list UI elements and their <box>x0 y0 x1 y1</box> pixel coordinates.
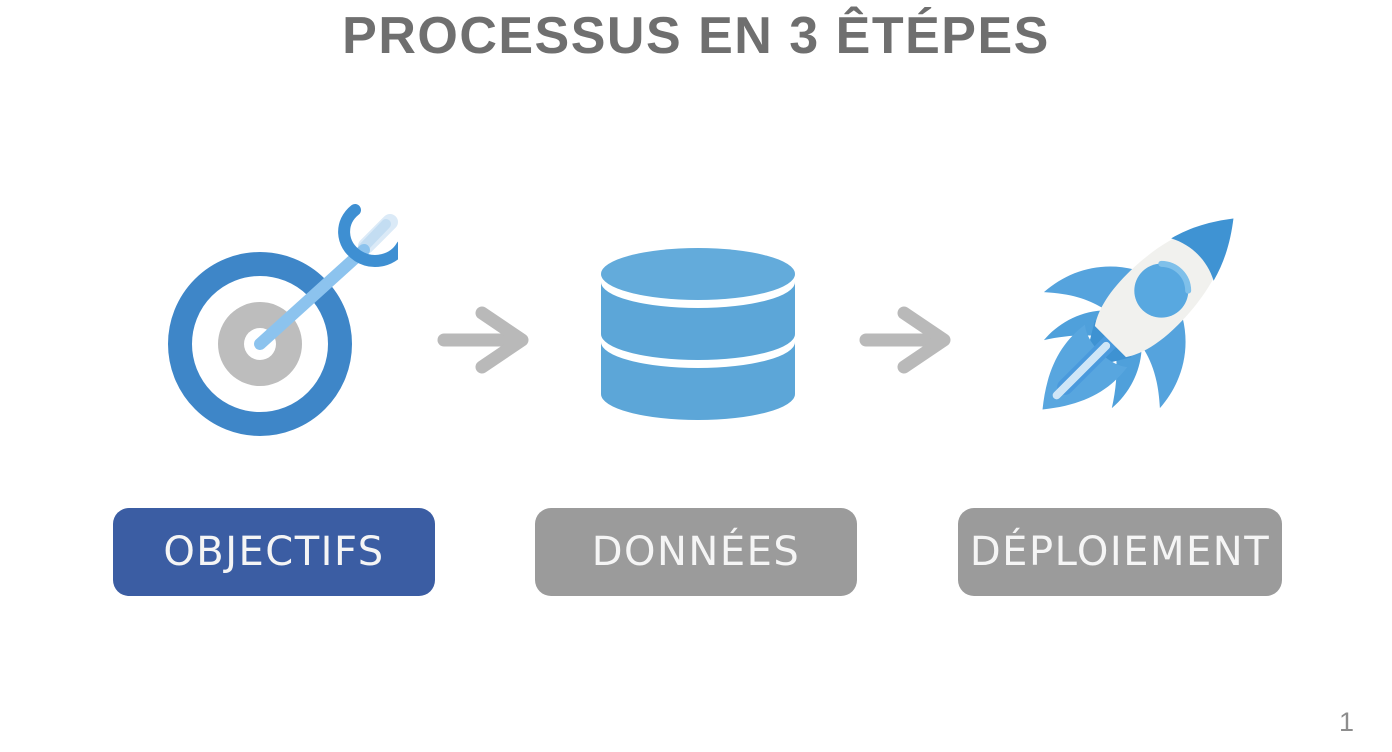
rocket-icon <box>1042 218 1234 410</box>
database-icon <box>601 248 795 420</box>
page-number: 1 <box>1338 707 1354 737</box>
arrow-right-icon <box>859 306 951 374</box>
objectifs-button[interactable]: OBJECTIFS <box>113 508 435 596</box>
slide-title: PROCESSUS EN 3 ÊTÉPES <box>342 7 1050 65</box>
deploiement-button[interactable]: DÉPLOIEMENT <box>958 508 1282 596</box>
donnees-button[interactable]: DONNÉES <box>535 508 857 596</box>
arrow-right-icon <box>437 306 529 374</box>
target-icon <box>168 204 398 436</box>
